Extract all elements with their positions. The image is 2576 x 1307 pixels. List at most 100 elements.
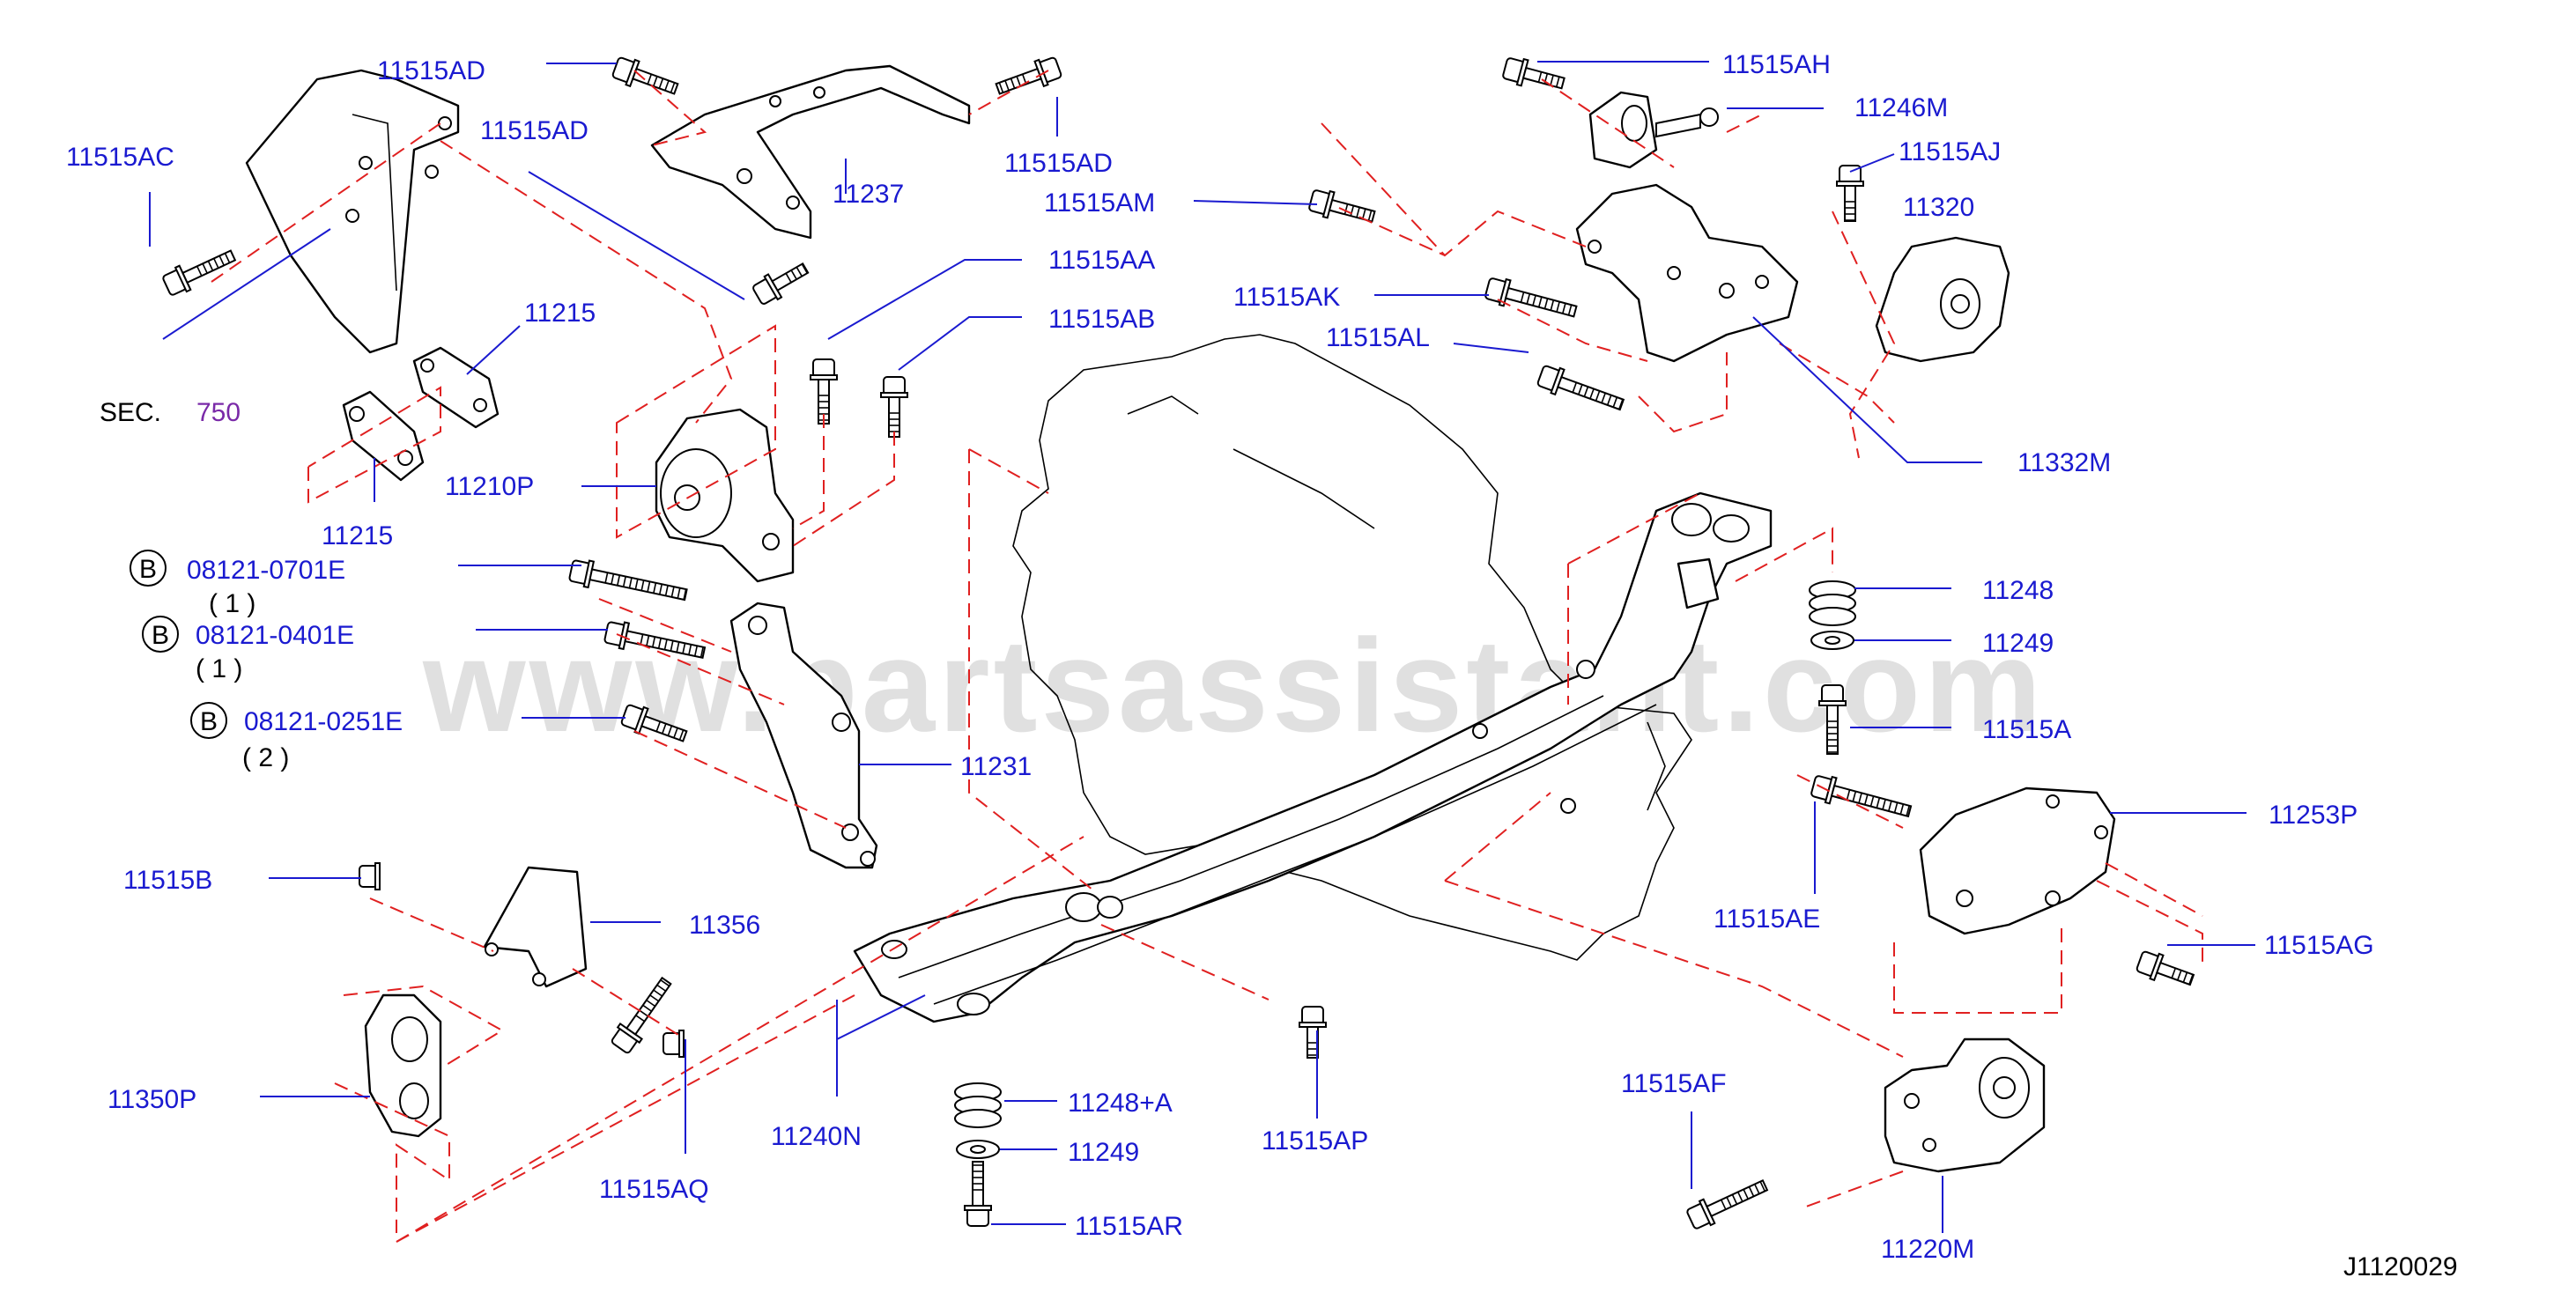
callout-11515A: 11515A bbox=[1982, 715, 2071, 744]
callout-11320: 11320 bbox=[1903, 193, 1974, 222]
callout-11515AE: 11515AE bbox=[1714, 905, 1820, 934]
bracket-11356 bbox=[483, 866, 588, 988]
bolt-refs: B 08121-0701E ( 1 ) B 08121-0401E ( 1 ) … bbox=[130, 550, 403, 772]
bolt-icon bbox=[1484, 277, 1578, 318]
callout-11350P: 11350P bbox=[107, 1085, 196, 1114]
callout-11515AB: 11515AB bbox=[1048, 305, 1155, 334]
bolt-icon bbox=[2136, 950, 2195, 986]
callout-11515AG: 11515AG bbox=[2264, 931, 2374, 960]
callout-11215-bottom: 11215 bbox=[322, 521, 393, 550]
bolt-icon bbox=[995, 56, 1062, 95]
bolt-icon bbox=[611, 976, 672, 1054]
mount-11220M bbox=[1884, 1037, 2046, 1173]
callout-11237: 11237 bbox=[833, 180, 904, 209]
callout-11515AL: 11515AL bbox=[1326, 323, 1430, 352]
mount-11246M bbox=[1588, 91, 1719, 169]
bracket-11231 bbox=[729, 602, 878, 869]
callout-11515AJ: 11515AJ bbox=[1899, 137, 2001, 166]
callout-11515AD-mid: 11515AD bbox=[480, 116, 588, 145]
bolt-icon bbox=[603, 621, 707, 660]
bolt-quantity: ( 1 ) bbox=[209, 589, 255, 618]
bolt-icon bbox=[663, 1030, 685, 1058]
bracket-11237 bbox=[650, 64, 971, 240]
callout-11515AH: 11515AH bbox=[1722, 50, 1831, 79]
callout-11356: 11356 bbox=[689, 911, 760, 940]
bolt-badge-letter: B bbox=[152, 621, 169, 650]
callout-11249-bottom: 11249 bbox=[1068, 1138, 1139, 1167]
callout-11515B: 11515B bbox=[123, 866, 212, 895]
bolt-part-number: 08121-0251E bbox=[244, 707, 403, 736]
watermark: www.partsassistant.com bbox=[422, 611, 2045, 759]
bolt-badge-icon bbox=[130, 550, 167, 587]
bolt-icon bbox=[1686, 1179, 1769, 1229]
bolt-icon bbox=[964, 1161, 992, 1227]
bolt-icon bbox=[568, 559, 688, 602]
callout-11220M: 11220M bbox=[1881, 1235, 1974, 1264]
bolt-ref-3: B 08121-0251E ( 2 ) bbox=[190, 702, 403, 772]
callout-11515AM: 11515AM bbox=[1044, 188, 1155, 218]
callout-11515AD-top: 11515AD bbox=[377, 56, 485, 85]
sec-number: 750 bbox=[196, 398, 241, 427]
callout-11210P: 11210P bbox=[445, 472, 534, 501]
bolt-icon bbox=[611, 56, 679, 95]
bolt-badge-icon bbox=[190, 702, 227, 739]
callout-11253P: 11253P bbox=[2269, 801, 2358, 830]
bolt-icon bbox=[1836, 165, 1864, 222]
spacer-11215-a bbox=[342, 390, 425, 482]
bolt-icon bbox=[1502, 57, 1566, 90]
bolt-part-number: 08121-0401E bbox=[196, 621, 354, 650]
callout-labels: 11515AD 11515AD 11515AD 11515AC 11237 11… bbox=[66, 50, 2458, 1281]
mount-11210P bbox=[655, 408, 795, 583]
bolt-ref-2: B 08121-0401E ( 1 ) bbox=[142, 616, 354, 683]
bolt-icon bbox=[880, 376, 908, 438]
callout-11332M: 11332M bbox=[2017, 448, 2111, 477]
callout-11515AA: 11515AA bbox=[1048, 246, 1155, 275]
bolt-badge-letter: B bbox=[139, 555, 157, 584]
callout-11240N: 11240N bbox=[771, 1122, 862, 1151]
bolt-icon bbox=[1299, 1006, 1327, 1059]
bolt-icon bbox=[1810, 775, 1913, 818]
bolt-set bbox=[162, 56, 2195, 1229]
engine-outline bbox=[1012, 334, 1692, 961]
callout-11515AQ: 11515AQ bbox=[599, 1175, 709, 1204]
mount-11320 bbox=[1875, 236, 2010, 363]
washer-11249-b bbox=[956, 1140, 1000, 1159]
callout-11515AK: 11515AK bbox=[1233, 283, 1340, 312]
callout-11515AD-right: 11515AD bbox=[1004, 149, 1113, 178]
spacer-11215-b bbox=[412, 346, 500, 429]
callout-11231: 11231 bbox=[960, 752, 1032, 781]
callout-11248: 11248 bbox=[1982, 576, 2054, 605]
callout-11515AP: 11515AP bbox=[1262, 1126, 1368, 1156]
washer-11249 bbox=[1810, 631, 1854, 650]
rubber-11248 bbox=[1809, 580, 1856, 626]
bolt-icon bbox=[359, 862, 381, 890]
bolt-badge-icon bbox=[142, 616, 179, 653]
leader-lines bbox=[149, 61, 2255, 1233]
bolt-ref-1: B 08121-0701E ( 1 ) bbox=[130, 550, 345, 618]
callout-11248A: 11248+A bbox=[1068, 1089, 1173, 1118]
bolt-part-number: 08121-0701E bbox=[187, 556, 345, 585]
callout-11515AR: 11515AR bbox=[1075, 1212, 1183, 1241]
bracket-11332M bbox=[1575, 183, 1799, 363]
callout-11515AF: 11515AF bbox=[1621, 1069, 1727, 1098]
bolt-quantity: ( 1 ) bbox=[196, 654, 242, 683]
callout-11215-top: 11215 bbox=[524, 299, 596, 328]
bracket-sec750 bbox=[245, 69, 460, 354]
mount-11253P bbox=[1919, 786, 2116, 935]
bolt-icon bbox=[1818, 684, 1847, 755]
dashed-guides bbox=[211, 70, 2203, 1243]
bolt-icon bbox=[162, 249, 237, 296]
rubber-11248A bbox=[954, 1082, 1002, 1128]
bolt-icon bbox=[752, 262, 810, 305]
callout-11515AC: 11515AC bbox=[66, 143, 174, 172]
sec-label: SEC. bbox=[100, 398, 161, 427]
mount-11350P bbox=[364, 993, 442, 1138]
bolt-quantity: ( 2 ) bbox=[242, 743, 289, 772]
callout-11249: 11249 bbox=[1982, 629, 2054, 658]
bolt-badge-letter: B bbox=[200, 707, 218, 736]
diagram-id: J1120029 bbox=[2343, 1252, 2458, 1281]
bolt-icon bbox=[1308, 189, 1376, 223]
bolt-icon bbox=[1536, 365, 1625, 411]
